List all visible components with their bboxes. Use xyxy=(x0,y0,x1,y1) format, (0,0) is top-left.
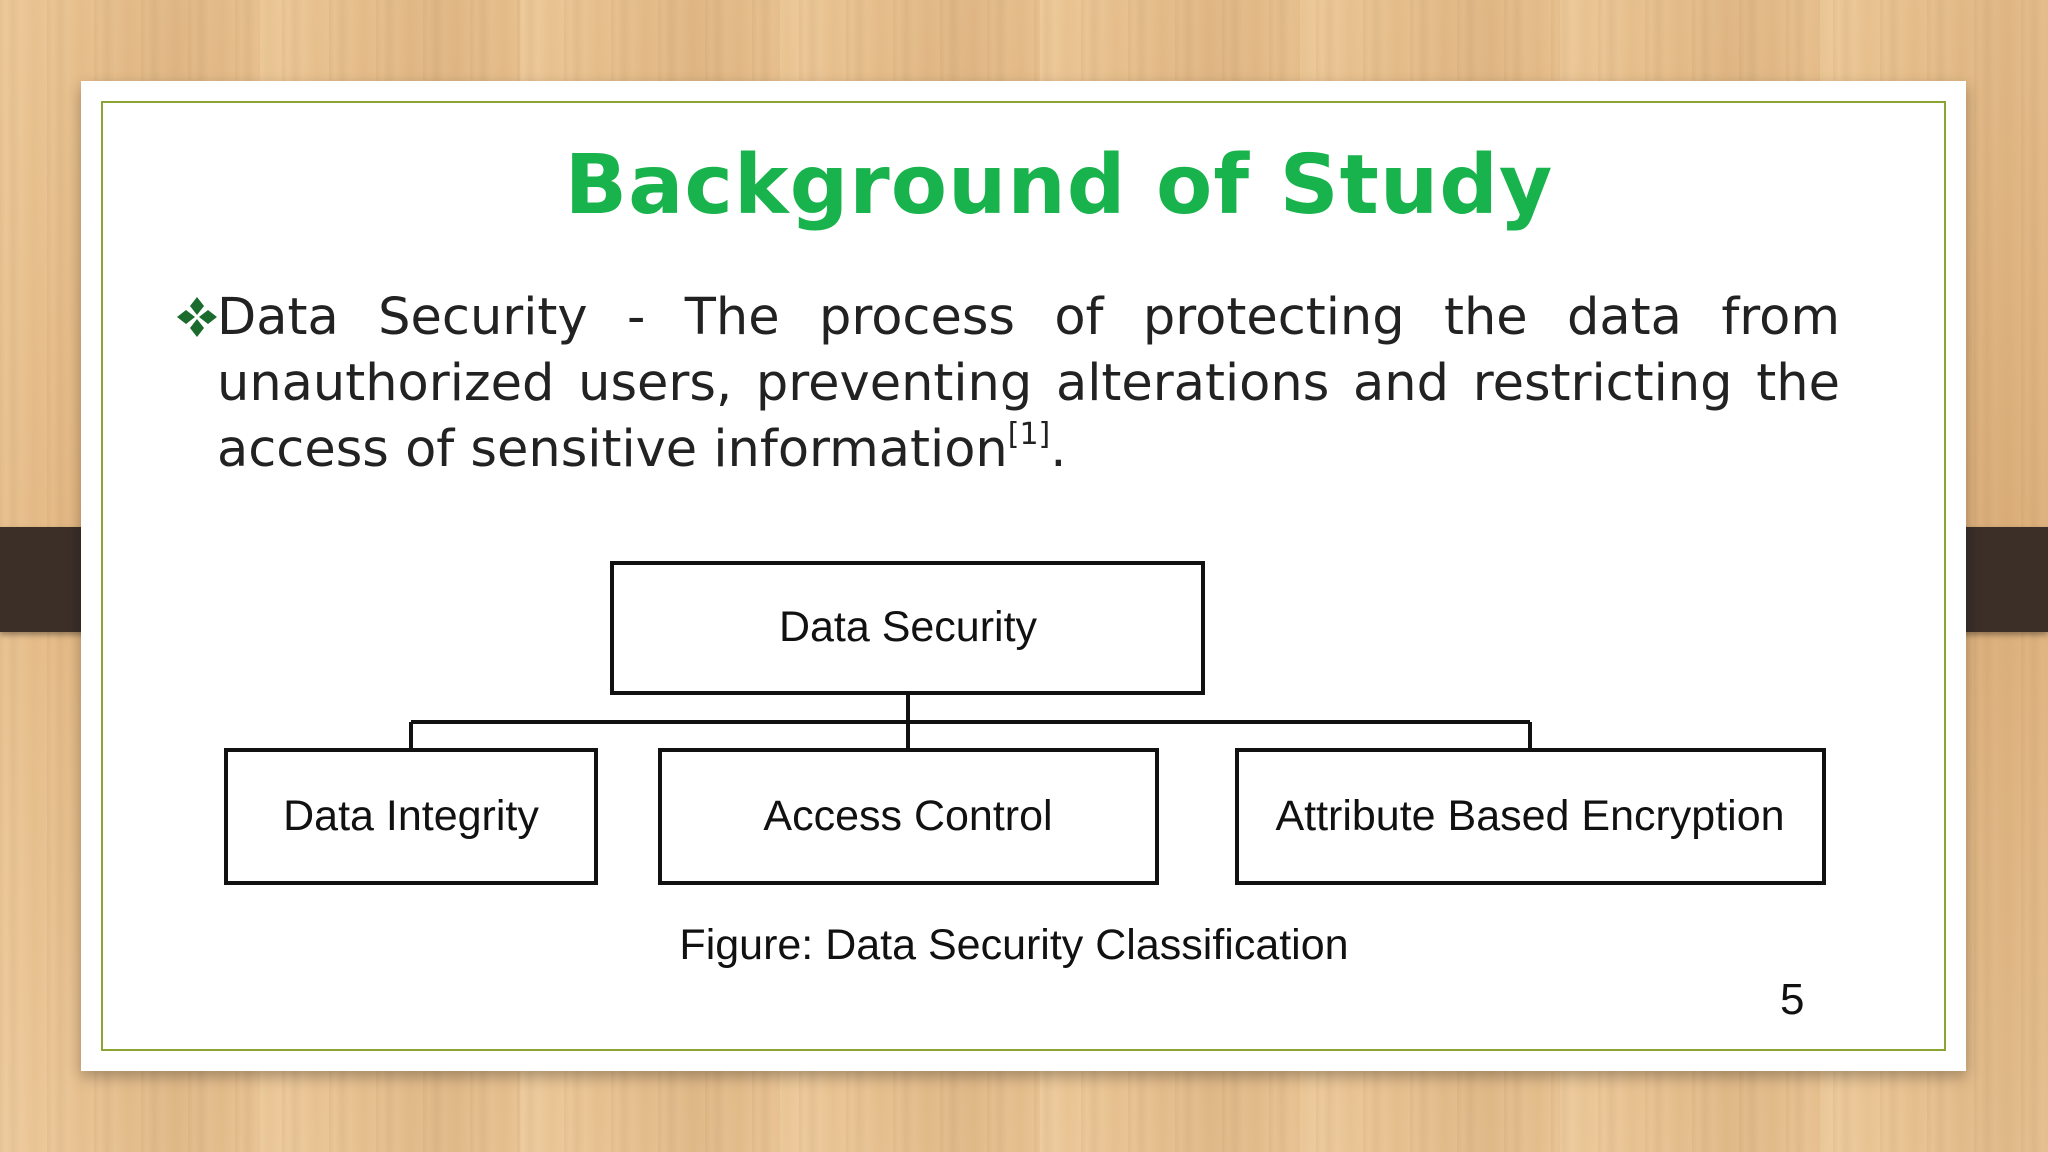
four-diamond-bullet-icon xyxy=(177,297,217,337)
figure-panel: Data Security Data Integrity Access Cont… xyxy=(217,552,1830,984)
node-data-integrity: Data Integrity xyxy=(224,748,598,885)
node-data-security-label: Data Security xyxy=(779,603,1038,651)
slide-frame xyxy=(101,101,1946,1051)
node-data-integrity-label: Data Integrity xyxy=(283,792,539,840)
node-attribute-based-encryption: Attribute Based Encryption xyxy=(1235,748,1826,885)
node-data-integrity-box xyxy=(224,748,598,885)
bullet-period: . xyxy=(1050,420,1067,479)
connector-lines xyxy=(409,693,1532,750)
node-access-control-box xyxy=(658,748,1159,885)
bullet-text: Data Security - The process of protectin… xyxy=(217,285,1840,483)
node-data-security: Data Security xyxy=(610,561,1205,695)
node-abe-box xyxy=(1235,748,1826,885)
bullet-definition: Data Security - The process of protectin… xyxy=(217,288,1840,479)
figure-caption: Figure: Data Security Classification xyxy=(679,921,1348,969)
node-abe-label: Attribute Based Encryption xyxy=(1275,792,1784,840)
classification-diagram: Data Security Data Integrity Access Cont… xyxy=(224,561,1826,969)
node-access-control-label: Access Control xyxy=(763,792,1052,840)
page-number: 5 xyxy=(1780,975,1805,1024)
node-data-security-box xyxy=(610,561,1205,695)
citation-marker: [1] xyxy=(1007,417,1051,452)
slide-title: Background of Study xyxy=(564,138,1554,233)
node-access-control: Access Control xyxy=(658,748,1159,885)
